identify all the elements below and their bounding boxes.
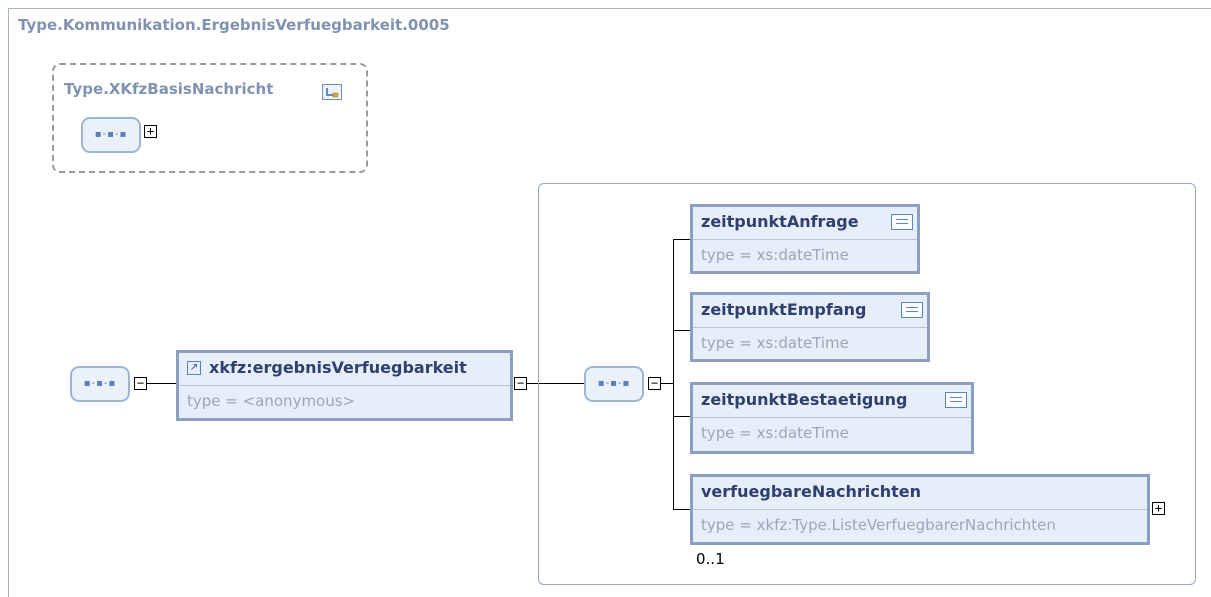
connector-line [661,383,674,384]
element-divider [693,327,927,328]
element-divider [693,509,1147,510]
diagram-frame [8,8,1211,597]
base-type-container [52,63,368,173]
element-divider [693,239,917,240]
branch-connector [673,416,691,417]
documentation-icon [901,302,923,318]
element-type: type = xs:dateTime [701,246,849,264]
cardinality-label: 0..1 [696,550,725,568]
root-element-collapse-toggle[interactable]: − [514,377,527,390]
branch-connector [673,330,691,331]
element-divider [179,385,510,386]
root-sequence-collapse-toggle[interactable]: − [134,377,147,390]
reference-arrow-icon: ↗ [187,361,201,375]
root-sequence[interactable]: ▪-▪-▪ [70,366,130,402]
sequence-icon: ▪-▪-▪ [94,129,128,140]
branch-connector [673,239,691,240]
element-type: type = xs:dateTime [701,424,849,442]
element-name: verfuegbareNachrichten [701,482,922,501]
base-expand-toggle[interactable]: + [144,125,157,138]
branch-connector [673,509,691,510]
element-name: zeitpunktBestaetigung [701,390,908,409]
complex-type-title: Type.Kommunikation.ErgebnisVerfuegbarkei… [18,16,450,34]
content-group-box [538,183,1196,585]
element-name: zeitpunktEmpfang [701,300,867,319]
root-element-box[interactable]: ↗ xkfz:ergebnisVerfuegbarkeit type = <an… [176,350,513,421]
connector-line [527,383,585,384]
base-sequence[interactable]: ▪-▪-▪ [81,117,141,153]
element-divider [693,417,971,418]
connector-line [147,383,177,384]
inner-sequence[interactable]: ▪-▪-▪ [584,366,644,402]
element-zeitpunkt-anfrage[interactable]: zeitpunktAnfrage type = xs:dateTime [690,204,920,274]
root-element-type: type = <anonymous> [187,392,356,410]
base-type-icon [322,84,342,100]
element-zeitpunkt-empfang[interactable]: zeitpunktEmpfang type = xs:dateTime [690,292,930,362]
element-zeitpunkt-bestaetigung[interactable]: zeitpunktBestaetigung type = xs:dateTime [690,382,974,454]
root-element-name: xkfz:ergebnisVerfuegbarkeit [209,358,467,377]
element-type: type = xkfz:Type.ListeVerfuegbarerNachri… [701,516,1056,534]
element-name: zeitpunktAnfrage [701,212,859,231]
element-expand-toggle[interactable]: + [1152,502,1165,515]
sequence-icon: ▪-▪-▪ [597,378,631,389]
inner-sequence-collapse-toggle[interactable]: − [648,377,661,390]
element-verfuegbare-nachrichten[interactable]: verfuegbareNachrichten type = xkfz:Type.… [690,474,1150,545]
branch-line [673,239,674,509]
base-type-label[interactable]: Type.XKfzBasisNachricht [64,80,274,98]
documentation-icon [891,214,913,230]
element-type: type = xs:dateTime [701,334,849,352]
sequence-icon: ▪-▪-▪ [83,378,117,389]
documentation-icon [945,392,967,408]
